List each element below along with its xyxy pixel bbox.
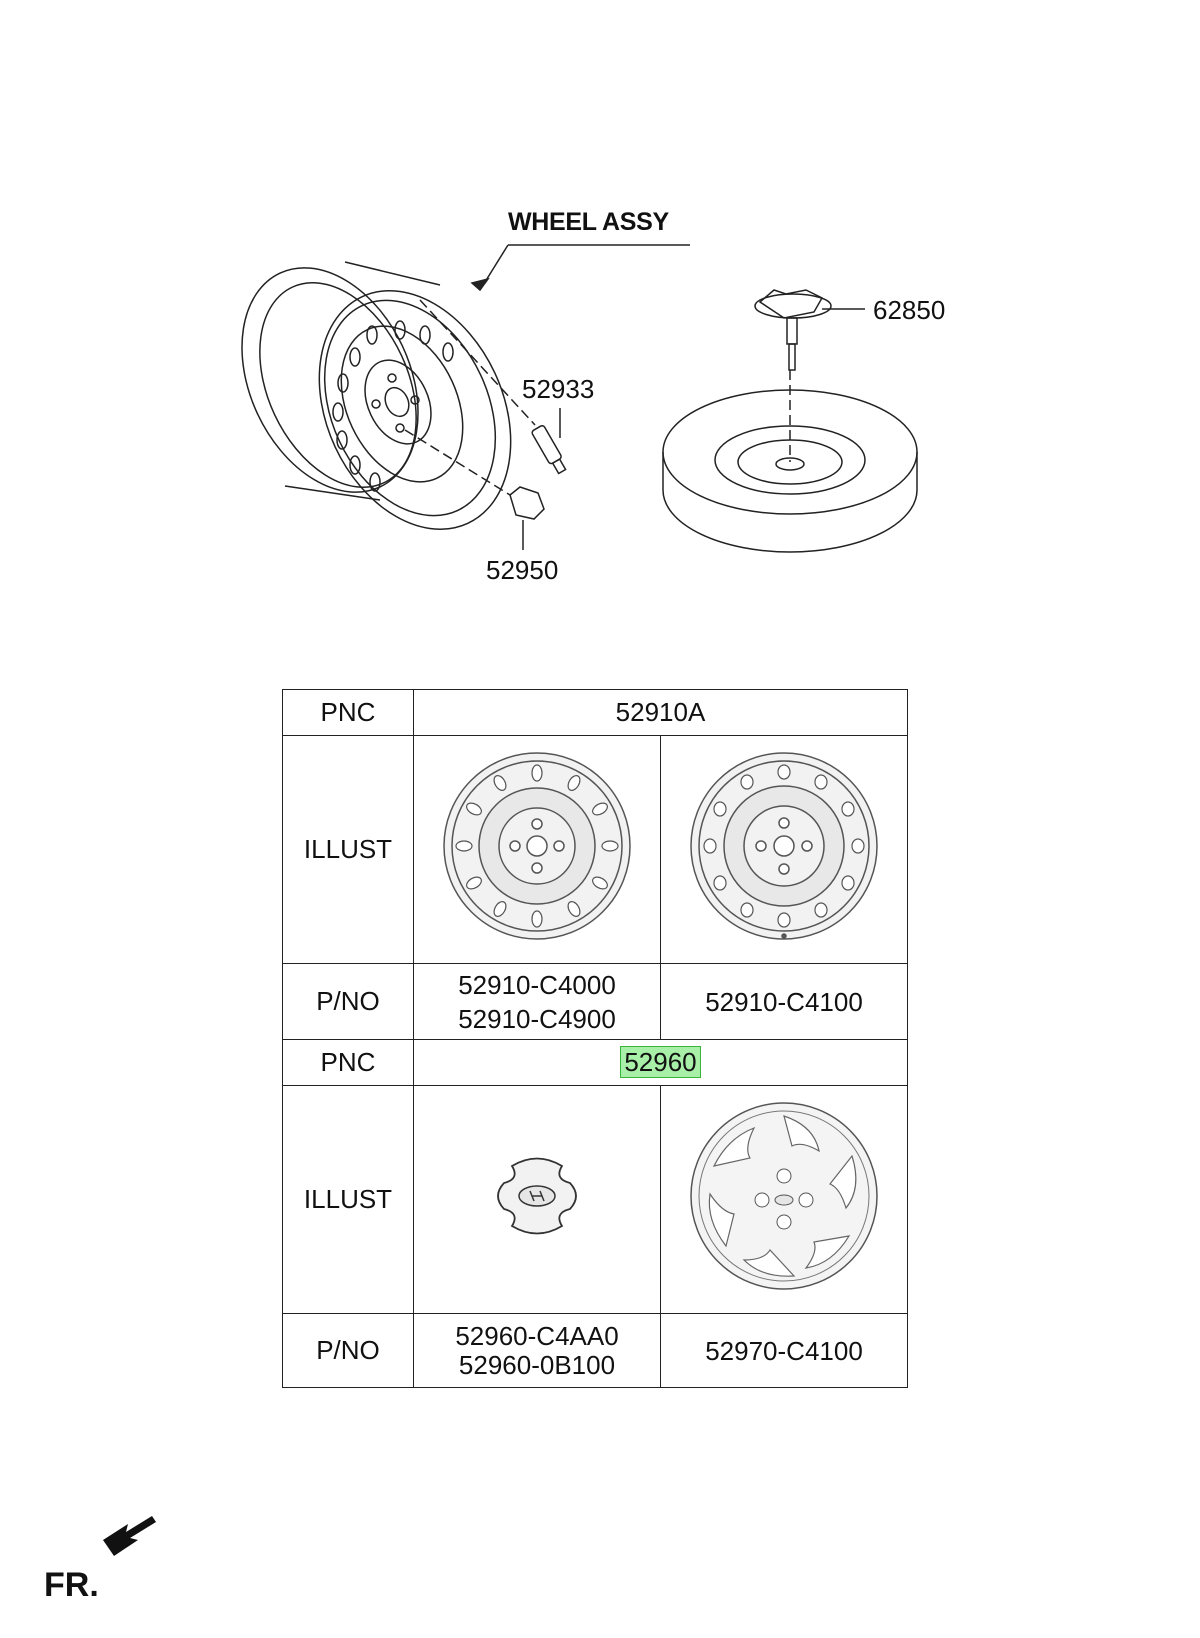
pnc-value-highlighted[interactable]: 52960: [620, 1046, 701, 1078]
table-row: P/NO 52910-C4000 52910-C4900 52910-C4100: [282, 963, 908, 1040]
callout-spare-holder[interactable]: 62850: [873, 295, 946, 325]
row-header: ILLUST: [282, 1085, 414, 1314]
pno-cell: 52960-C4AA0 52960-0B100: [413, 1313, 661, 1388]
part-number[interactable]: 52960-0B100: [458, 1349, 616, 1380]
part-number[interactable]: 52910-C4100: [705, 986, 863, 1017]
center-cap-icon: [497, 1157, 577, 1235]
illust-steel-wheel-b: [660, 735, 908, 964]
pno-cell: 52910-C4000 52910-C4900: [413, 963, 661, 1040]
steel-wheel-icon: [690, 752, 878, 940]
pno-cell: 52970-C4100: [660, 1313, 908, 1388]
callout-nut[interactable]: 52950: [486, 555, 559, 585]
wheel-exploded-diagram: [241, 244, 918, 553]
table-row: ILLUST: [282, 735, 908, 964]
pnc-value[interactable]: 52910A: [413, 689, 908, 736]
table-row: PNC 52960: [282, 1039, 908, 1086]
parts-table: PNC 52910A ILLUST: [282, 689, 908, 1388]
illust-wheel-cover: [660, 1085, 908, 1314]
row-header: PNC: [282, 689, 414, 736]
row-header: PNC: [282, 1039, 414, 1086]
table-row: ILLUST: [282, 1085, 908, 1314]
front-label: FR.: [44, 1566, 99, 1604]
diagram-title: WHEEL ASSY: [508, 208, 669, 236]
row-header: P/NO: [282, 963, 414, 1040]
row-header: ILLUST: [282, 735, 414, 964]
wheel-cover-icon: [690, 1102, 878, 1290]
table-row: P/NO 52960-C4AA0 52960-0B100 52970-C4100: [282, 1313, 908, 1388]
pnc-cell: 52960: [413, 1039, 908, 1086]
part-number[interactable]: 52910-C4900: [458, 1003, 616, 1034]
illust-center-cap: [413, 1085, 661, 1314]
pno-cell: 52910-C4100: [660, 963, 908, 1040]
callout-valve[interactable]: 52933: [522, 374, 595, 404]
row-header: P/NO: [282, 1313, 414, 1388]
part-number[interactable]: 52910-C4000: [458, 969, 616, 1000]
part-number[interactable]: 52970-C4100: [705, 1335, 863, 1366]
table-row: PNC 52910A: [282, 689, 908, 736]
part-number[interactable]: 52960-C4AA0: [455, 1320, 619, 1351]
steel-wheel-icon: [443, 752, 631, 940]
illust-steel-wheel-a: [413, 735, 661, 964]
